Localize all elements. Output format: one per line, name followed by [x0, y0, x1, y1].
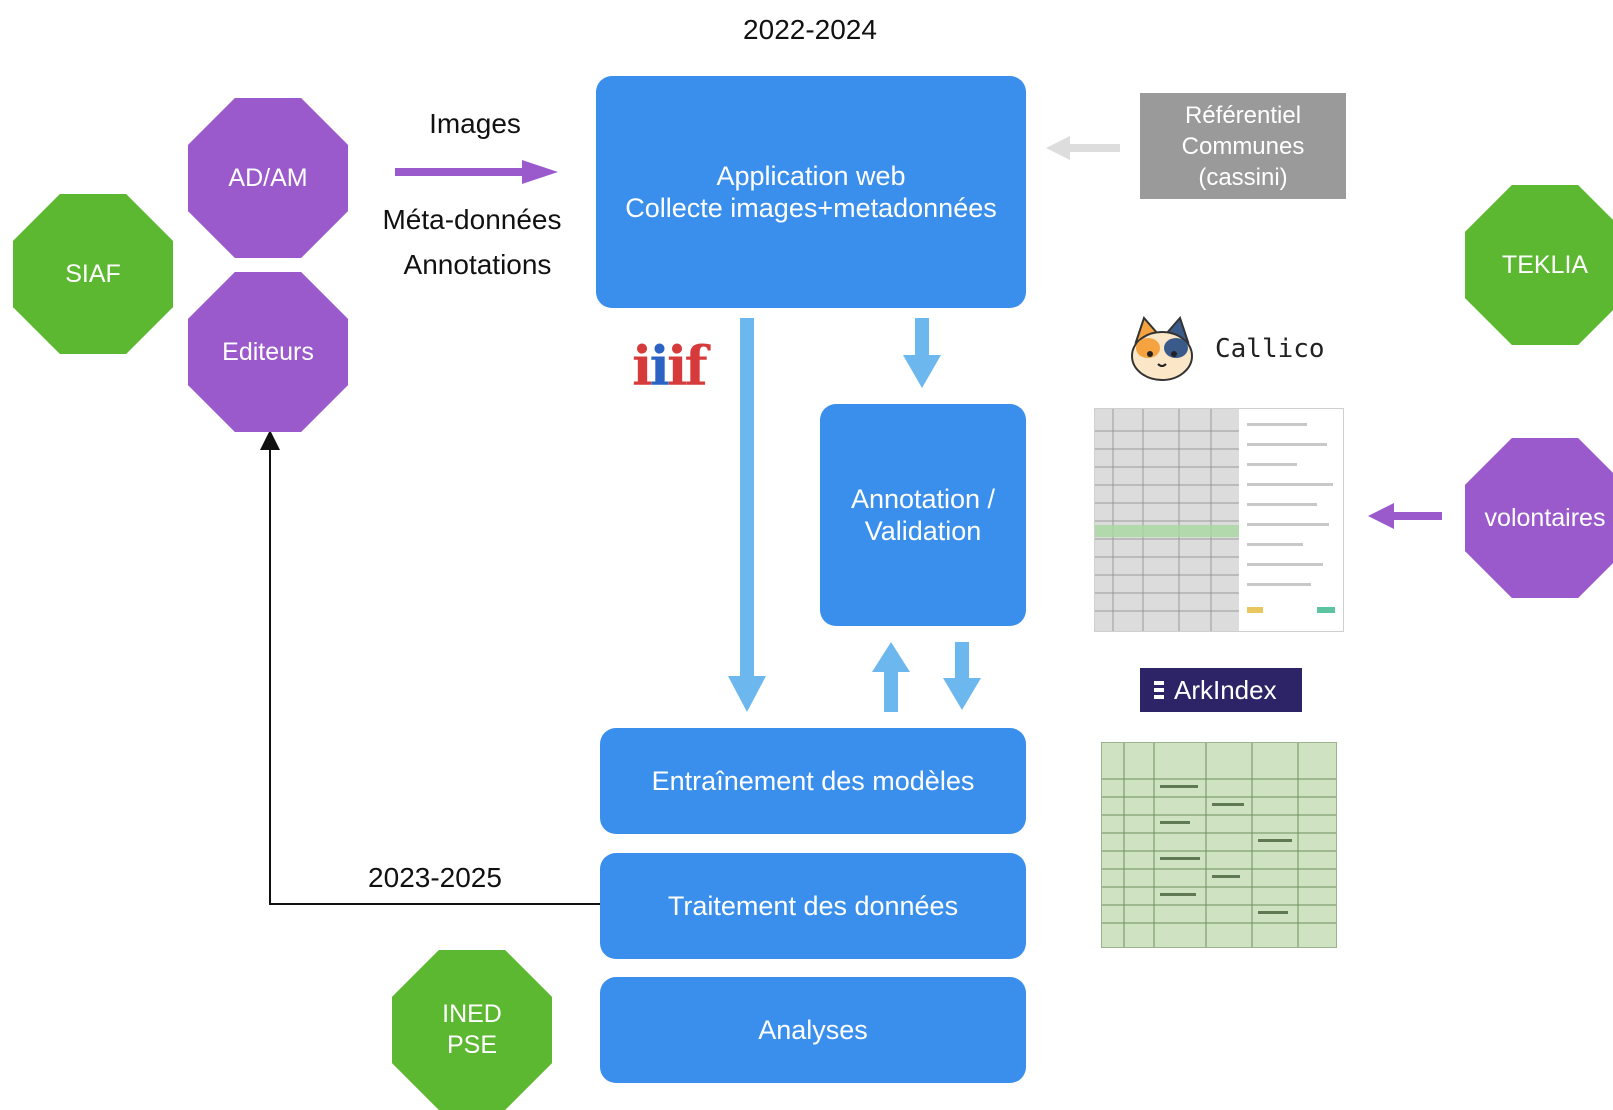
training-to-annotation-arrow	[872, 642, 910, 712]
annotation-to-training-arrow	[943, 642, 981, 710]
webapp-line1: Application web	[716, 161, 906, 191]
actor-editeurs: Editeurs	[188, 272, 348, 432]
actor-siaf: SIAF	[13, 194, 173, 354]
annotation-box: Annotation / Validation	[820, 404, 1026, 626]
training-label: Entraînement des modèles	[651, 766, 975, 796]
processing-box: Traitement des données	[600, 853, 1026, 959]
referentiel-box: Référentiel Communes (cassini)	[1140, 93, 1346, 199]
actor-teklia-label: TEKLIA	[1501, 250, 1589, 279]
actor-volontaires-label: volontaires	[1484, 503, 1606, 532]
referentiel-line2: Communes	[1181, 132, 1305, 160]
referentiel-line1: Référentiel	[1184, 101, 1302, 129]
referentiel-arrow	[1046, 136, 1120, 160]
actor-adam: AD/AM	[188, 98, 348, 258]
volontaires-arrow	[1368, 503, 1442, 529]
actor-ined-line1: INED	[442, 1000, 502, 1028]
actor-ined-line2: PSE	[446, 1031, 498, 1059]
callico-screenshot-thumbnail	[1094, 408, 1344, 632]
actor-editeurs-label: Editeurs	[222, 337, 314, 366]
actor-teklia: TEKLIA	[1465, 185, 1613, 345]
arkindex-logo: ArkIndex	[1140, 668, 1302, 712]
actor-siaf-label: SIAF	[65, 259, 121, 288]
processing-label: Traitement des données	[667, 891, 959, 921]
period-2022-2024: 2022-2024	[743, 14, 877, 45]
arkindex-document-thumbnail	[1101, 742, 1337, 948]
annotation-line2: Validation	[864, 516, 982, 546]
actor-adam-label: AD/AM	[228, 163, 308, 192]
training-box: Entraînement des modèles	[600, 728, 1026, 834]
actor-volontaires: volontaires	[1465, 438, 1613, 598]
actor-ined-pse: INED PSE	[392, 950, 552, 1110]
iiif-logo: iiif iiif	[632, 334, 708, 398]
images-arrow	[395, 160, 558, 184]
annotation-line1: Annotation /	[850, 484, 996, 514]
webapp-to-annotation-arrow	[903, 318, 941, 388]
label-annotations: Annotations	[403, 249, 552, 280]
arkindex-bars-icon	[1154, 678, 1164, 702]
feedback-line	[260, 430, 600, 905]
webapp-line2: Collecte images+metadonnées	[625, 193, 997, 223]
arkindex-logo-text: ArkIndex	[1174, 674, 1277, 705]
referentiel-line3: (cassini)	[1198, 163, 1288, 191]
callico-cat-icon	[1126, 314, 1198, 386]
analyses-box: Analyses	[600, 977, 1026, 1083]
label-metadata: Méta-données	[382, 204, 562, 235]
webapp-to-training-arrow	[728, 318, 766, 712]
analyses-label: Analyses	[758, 1015, 868, 1045]
label-images: Images	[429, 108, 521, 139]
webapp-box: Application web Collecte images+metadonn…	[596, 76, 1026, 308]
callico-logo-text: Callico	[1215, 334, 1325, 364]
period-2023-2025: 2023-2025	[368, 862, 502, 893]
